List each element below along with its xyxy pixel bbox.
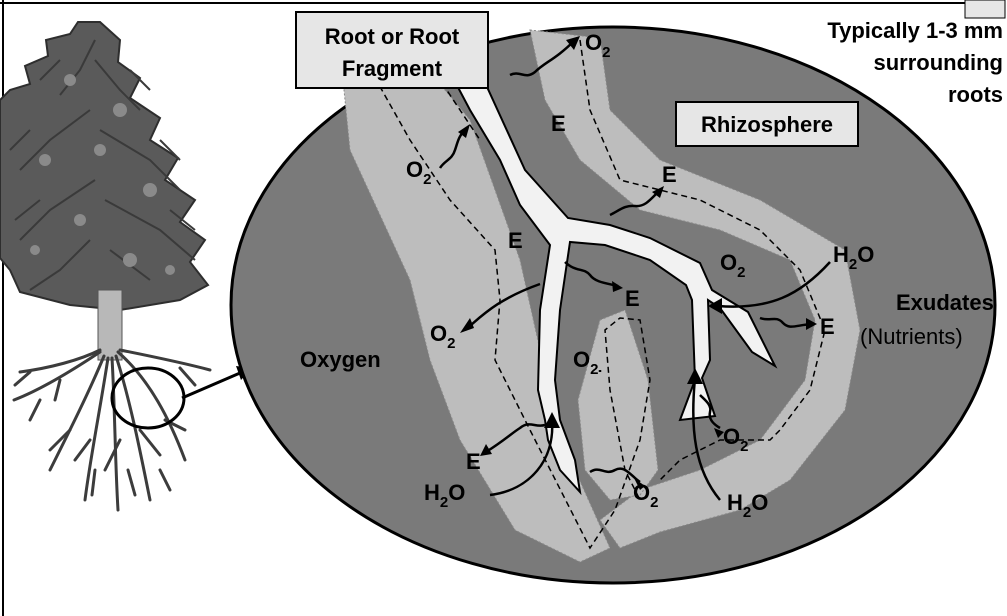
tree-canopy bbox=[0, 22, 208, 310]
exudates-label: Exudates bbox=[896, 290, 994, 315]
tree-trunk bbox=[98, 290, 122, 360]
nutrients-label: (Nutrients) bbox=[860, 324, 963, 349]
exudate-label: E bbox=[508, 228, 523, 253]
root-label-line2: Fragment bbox=[342, 56, 443, 81]
zoom-arrow bbox=[182, 373, 240, 398]
svg-text:Typically 1-3 mm: Typically 1-3 mm bbox=[827, 18, 1003, 43]
tree-roots bbox=[14, 350, 210, 510]
exudate-label: E bbox=[625, 286, 640, 311]
root-highlight-circle bbox=[112, 368, 184, 428]
corner-box bbox=[965, 0, 1005, 18]
exudate-label: E bbox=[662, 162, 677, 187]
rhizosphere-label: Rhizosphere bbox=[701, 112, 833, 137]
exudate-label: E bbox=[820, 314, 835, 339]
svg-text:roots: roots bbox=[948, 82, 1003, 107]
exudate-label: E bbox=[551, 111, 566, 136]
tree-illustration bbox=[0, 22, 252, 510]
exudate-label: E bbox=[466, 449, 481, 474]
svg-text:surrounding: surrounding bbox=[873, 50, 1003, 75]
root-label-line1: Root or Root bbox=[325, 24, 460, 49]
oxygen-label: Oxygen bbox=[300, 347, 381, 372]
